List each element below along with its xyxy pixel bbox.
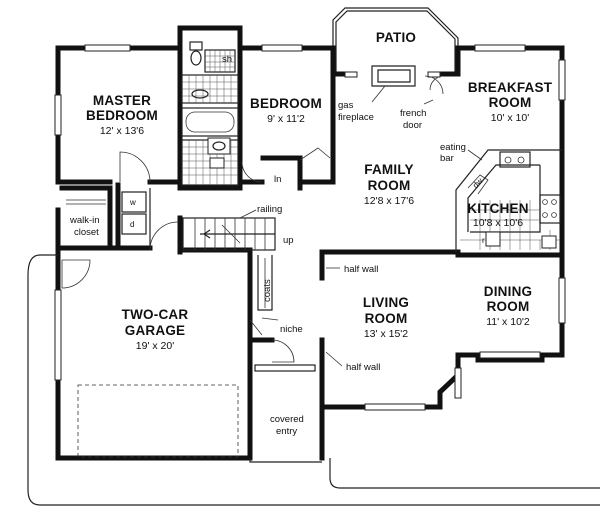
kitchen-fixtures (455, 149, 562, 252)
refrigerator-note: r (482, 236, 485, 245)
master-bedroom-size: 12' x 13'6 (100, 125, 144, 137)
stairs-up-note: up (283, 235, 294, 246)
garage-door (77, 384, 239, 458)
dining-room-label-1: DINING (484, 284, 532, 299)
living-room-size: 13' x 15'2 (364, 328, 408, 340)
dryer-note: d (130, 220, 134, 229)
railing-note: railing (257, 204, 282, 215)
gas-fireplace-note-1: gas (338, 100, 354, 111)
walk-in-closet-note-1: walk-in (69, 215, 100, 226)
patio-label: PATIO (376, 30, 416, 45)
walk-in-closet-note-2: closet (74, 227, 99, 238)
french-door (423, 75, 444, 105)
french-door-note-2: door (403, 120, 422, 131)
half-wall-upper-note: half wall (344, 264, 378, 275)
interior-walls (55, 45, 565, 365)
kitchen-size: 10'8 x 10'6 (473, 217, 523, 229)
half-wall-lower-note: half wall (346, 362, 380, 373)
room-labels: PATIO MASTER BEDROOM 12' x 13'6 BEDROOM … (86, 30, 553, 352)
french-door-note-1: french (400, 108, 426, 119)
door-swings (61, 147, 331, 363)
staircase (182, 217, 276, 251)
bedroom-label: BEDROOM (250, 96, 322, 111)
linen-note: ln (274, 174, 281, 185)
dining-room-size: 11' x 10'2 (486, 316, 530, 328)
kitchen-label: KITCHEN (467, 201, 528, 216)
gas-fireplace-note-2: fireplace (338, 112, 374, 123)
covered-entry-note-2: entry (276, 426, 297, 437)
garage-label-2: GARAGE (125, 323, 185, 338)
fireplace (371, 65, 416, 103)
garage-size: 19' x 20' (136, 340, 174, 352)
coats-note: coats (262, 279, 273, 302)
family-room-label-2: ROOM (368, 178, 411, 193)
note-labels: sh gas fireplace french door eating bar … (69, 54, 485, 437)
living-room-label-1: LIVING (363, 295, 409, 310)
breakfast-room-label-2: ROOM (489, 95, 532, 110)
bedroom-size: 9' x 11'2 (267, 113, 305, 125)
family-room-label-1: FAMILY (364, 162, 413, 177)
master-bedroom-label-1: MASTER (93, 93, 151, 108)
patio-outline (332, 7, 459, 74)
dining-room-label-2: ROOM (487, 299, 530, 314)
garage-label-1: TWO-CAR (122, 307, 189, 322)
family-room-size: 12'8 x 17'6 (364, 195, 414, 207)
eating-bar-note-1: eating (440, 142, 466, 153)
breakfast-room-size: 10' x 10' (491, 112, 529, 124)
breakfast-room-label-1: BREAKFAST (468, 80, 553, 95)
living-room-label-2: ROOM (365, 311, 408, 326)
bathroom-fixtures (181, 41, 239, 186)
entry-stoop (254, 364, 316, 372)
master-bedroom-label-2: BEDROOM (86, 108, 158, 123)
covered-entry-note-1: covered (270, 414, 304, 425)
washer-note: w (129, 198, 136, 207)
closet-fixtures (66, 191, 147, 235)
exterior-outline (27, 254, 600, 506)
windows (54, 44, 566, 411)
shower-note: sh (222, 54, 232, 65)
eating-bar-note-2: bar (440, 153, 454, 164)
niche-note: niche (280, 324, 303, 335)
leader-lines (239, 149, 483, 367)
